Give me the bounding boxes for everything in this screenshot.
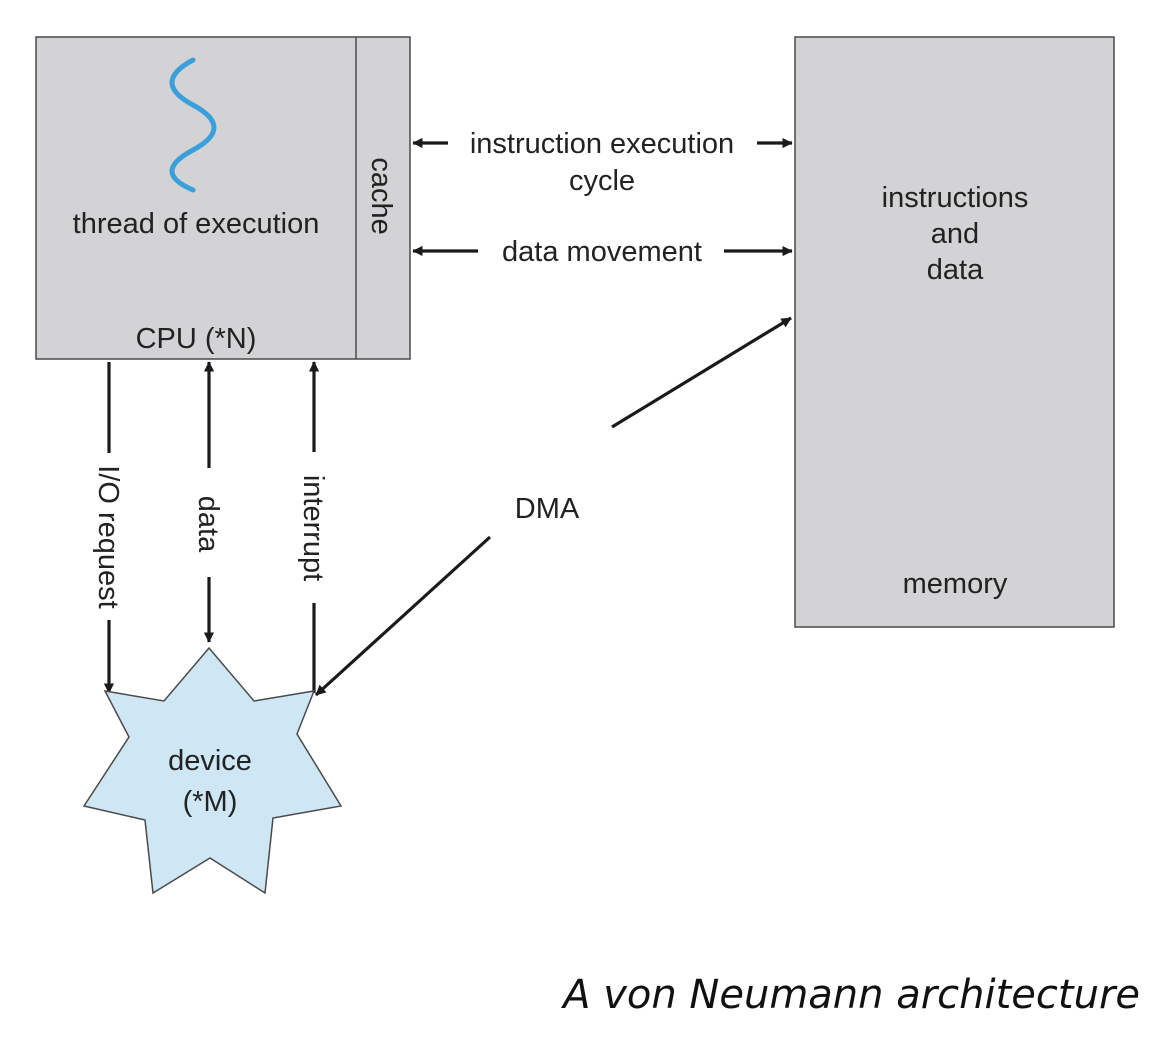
io-request-link: I/O request <box>92 362 124 694</box>
memory-contents-line-3: data <box>927 254 984 286</box>
cpu-box <box>35 36 411 360</box>
memory-contents-line-1: instructions <box>882 182 1029 214</box>
data-movement-label: data movement <box>502 236 702 268</box>
instruction-cycle-link: instruction execution cycle <box>412 128 793 197</box>
dma-arrow-to-memory <box>611 316 792 429</box>
data-label: data <box>192 496 224 553</box>
interrupt-link: interrupt <box>297 361 329 693</box>
instruction-cycle-label-line-1: instruction execution <box>470 128 734 160</box>
memory-block: instructions and data memory <box>794 36 1115 628</box>
device-block: device (*M) <box>82 646 343 895</box>
cpu-label: CPU (*N) <box>136 323 257 355</box>
device-label-line-1: device <box>168 745 252 777</box>
cpu-block: thread of execution CPU (*N) cache <box>35 36 411 360</box>
memory-contents-line-2: and <box>931 218 979 250</box>
io-request-label: I/O request <box>92 465 124 608</box>
dma-label: DMA <box>515 493 580 525</box>
data-link: data <box>192 361 224 643</box>
cache-label: cache <box>365 157 397 234</box>
data-movement-link: data movement <box>412 236 793 268</box>
memory-label: memory <box>903 568 1008 600</box>
wavy-thread-icon <box>169 57 217 193</box>
device-star-shape <box>82 646 343 895</box>
figure-caption: A von Neumann architecture <box>563 972 1140 1018</box>
instruction-cycle-label-line-2: cycle <box>569 165 635 197</box>
thread-of-execution-label: thread of execution <box>73 208 320 240</box>
device-label-line-2: (*M) <box>183 786 238 818</box>
memory-box <box>794 36 1115 628</box>
interrupt-label: interrupt <box>297 475 329 581</box>
dma-arrow-to-device <box>314 535 492 697</box>
dma-link: DMA <box>314 316 792 697</box>
